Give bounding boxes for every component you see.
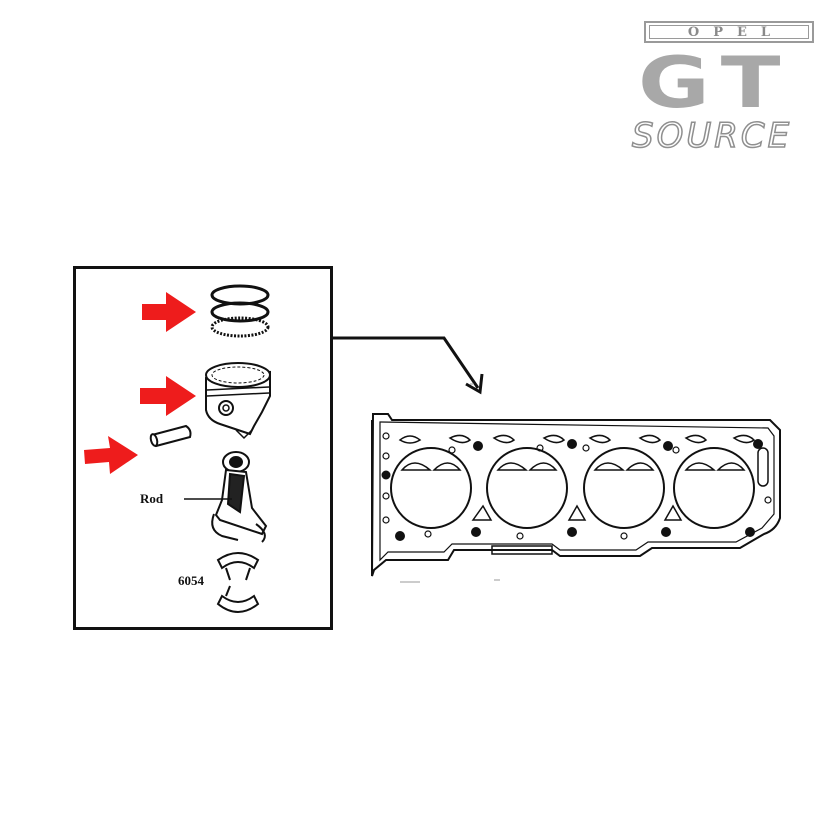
gasket-bolt-holes [381,439,763,541]
rod-bearing-icon [216,552,260,613]
connector-arrow [333,336,484,395]
head-gasket-icon [371,413,781,577]
gt-text: GT [638,42,793,124]
opel-badge: OPEL [644,21,814,43]
connecting-rod-icon [211,451,268,543]
cylinder-bores [390,447,755,529]
red-arrow-icon [142,292,196,332]
red-arrows [84,292,196,474]
piston-pin-icon [149,424,192,448]
gasket-scan-marks [400,383,500,583]
rod-label: Rod [140,491,164,506]
opel-text: OPEL [649,25,809,40]
source-text: SOURCE [631,116,793,156]
piston-icon [205,362,271,440]
part-number-label: 6054 [178,573,204,588]
opel-gt-source-logo: OPEL GT SOURCE [628,18,828,158]
piston-rings-icon [210,284,270,338]
red-arrow-icon [84,436,138,474]
red-arrow-icon [140,376,196,416]
engine-parts-box [73,266,333,630]
